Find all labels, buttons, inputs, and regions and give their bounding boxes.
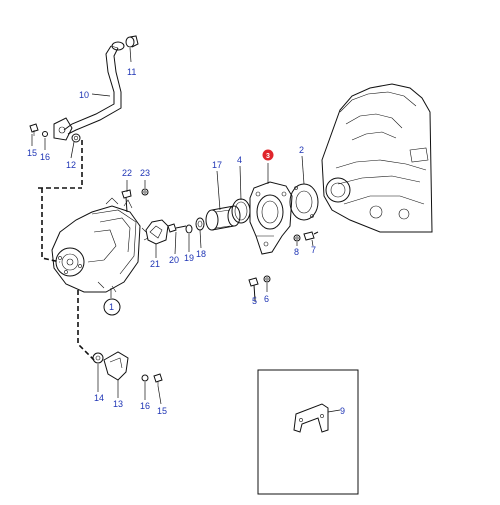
label-4: 4 <box>237 155 242 165</box>
label-20: 20 <box>169 255 179 265</box>
label-16-bottom: 16 <box>140 401 150 411</box>
label-13: 13 <box>113 399 123 409</box>
label-21: 21 <box>150 259 160 269</box>
washer-19 <box>185 224 193 234</box>
label-7: 7 <box>311 245 316 255</box>
label-17: 17 <box>212 160 222 170</box>
gasket-2 <box>289 183 319 221</box>
washer-8 <box>293 234 301 242</box>
label-12: 12 <box>66 160 76 170</box>
highlight-marker-3 <box>262 149 274 161</box>
part-labels: 11 10 15 16 12 22 23 17 4 3 2 21 20 19 1… <box>27 67 345 416</box>
washer-6 <box>263 275 271 283</box>
bolt-22 <box>121 189 132 213</box>
bolt-20 <box>167 223 187 233</box>
impeller-21 <box>141 219 169 245</box>
bracket-9 <box>293 403 329 433</box>
seal-ring-4 <box>231 198 251 224</box>
washer-16b <box>141 374 149 382</box>
leader-lines <box>31 47 341 413</box>
label-1: 1 <box>109 302 114 312</box>
label-19: 19 <box>184 253 194 263</box>
housing-3 <box>249 181 293 255</box>
bolt-15b <box>153 373 163 386</box>
water-pump <box>51 197 141 293</box>
pipe-flange-left <box>29 117 81 143</box>
washer-23 <box>141 188 149 196</box>
label-15-bottom: 15 <box>157 406 167 416</box>
label-14: 14 <box>94 393 104 403</box>
elbow-13 <box>103 351 129 381</box>
label-16-top: 16 <box>40 152 50 162</box>
label-11: 11 <box>127 67 136 77</box>
pipe-bolt-top <box>111 35 139 51</box>
label-15-top: 15 <box>27 148 37 158</box>
engine-block <box>321 83 433 233</box>
inset-box <box>257 369 359 495</box>
hose-upper-dashed <box>38 140 83 263</box>
label-23: 23 <box>140 168 150 178</box>
label-18: 18 <box>196 249 206 259</box>
thermostat-17 <box>205 205 241 231</box>
label-2: 2 <box>299 145 304 155</box>
ring-18 <box>195 217 205 231</box>
label-10: 10 <box>79 90 89 100</box>
label-6: 6 <box>264 294 269 304</box>
label-1-ring <box>103 298 121 316</box>
bolt-7 <box>303 231 319 241</box>
washer-14 <box>92 352 104 364</box>
label-8: 8 <box>294 247 299 257</box>
label-9: 9 <box>340 406 345 416</box>
label-3: 3 <box>266 153 270 160</box>
label-22: 22 <box>122 168 132 178</box>
coolant-pipe <box>63 45 122 135</box>
hose-lower-dashed <box>77 290 95 361</box>
label-5: 5 <box>252 296 257 306</box>
